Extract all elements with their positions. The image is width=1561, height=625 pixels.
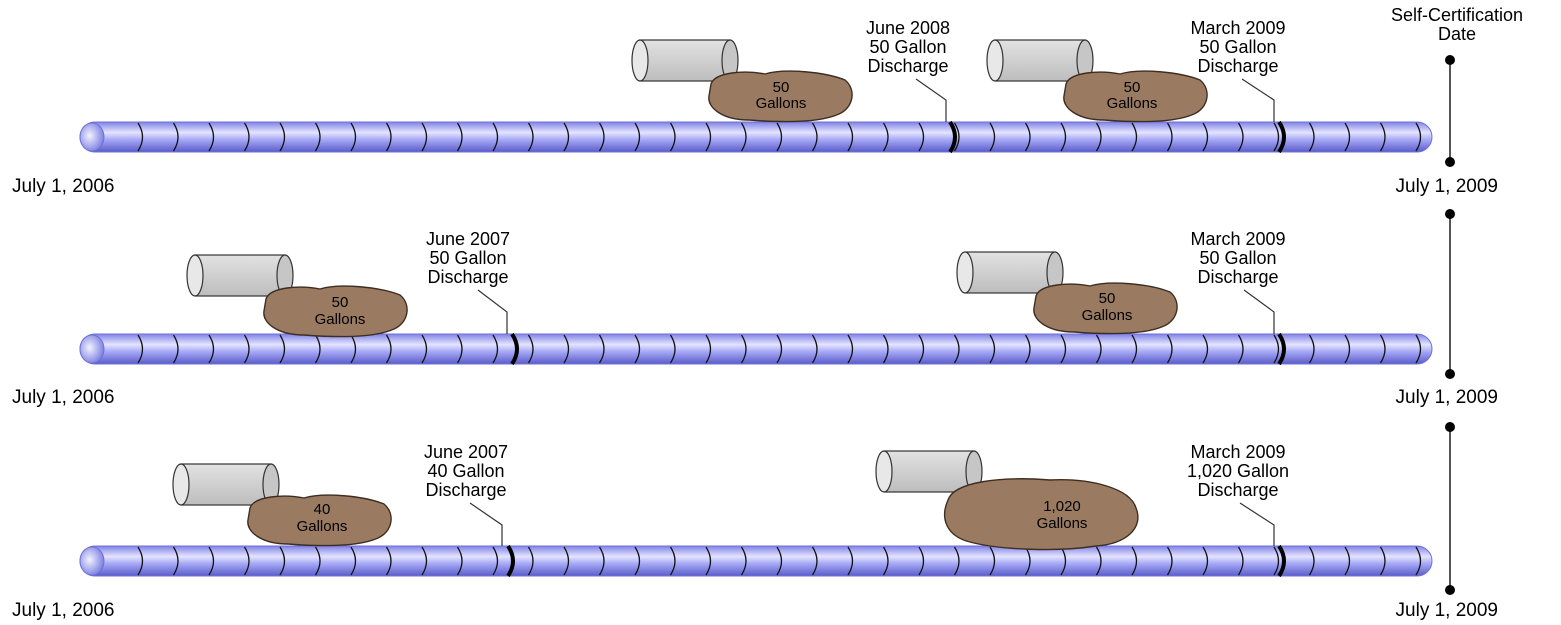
callout-leader-line — [469, 502, 503, 546]
discharge-event: 40 Gallons June 2007 40 Gallon Discharge — [172, 442, 515, 578]
event-marker — [1277, 544, 1286, 578]
timeline-end-label: July 1, 2009 — [1396, 600, 1498, 621]
discharge-event: 50 Gallons March 2009 50 Gallon Discharg… — [986, 18, 1286, 154]
callout-date: June 2007 — [424, 442, 508, 462]
spill-unit: Gallons — [1107, 95, 1158, 112]
callout-leader-line — [1241, 78, 1275, 122]
self-certification-marker — [1445, 209, 1455, 379]
callout-date: March 2009 — [1190, 18, 1285, 38]
callout-type: Discharge — [1197, 267, 1278, 287]
callout-amount: 50 Gallon — [1199, 37, 1276, 57]
spill-unit: Gallons — [315, 311, 366, 328]
callout-type: Discharge — [1197, 56, 1278, 76]
callout-type: Discharge — [867, 56, 948, 76]
callout-date: June 2008 — [866, 18, 950, 38]
callout-amount: 50 Gallon — [1199, 248, 1276, 268]
callout-leader-line — [915, 78, 947, 122]
barrel-icon — [986, 39, 1094, 82]
timeline-1: July 1, 2006 July 1, 2009 50 Gallons Jun… — [12, 18, 1498, 197]
timeline-start-label: July 1, 2006 — [12, 387, 114, 408]
spill-unit: Gallons — [756, 95, 807, 112]
timeline-end-label: July 1, 2009 — [1396, 176, 1498, 197]
event-marker — [948, 120, 957, 154]
barrel-icon — [186, 254, 294, 297]
spill-amount: 50 — [773, 79, 790, 96]
self-certification-marker — [1445, 55, 1455, 167]
discharge-event: 1,020 Gallons March 2009 1,020 Gallon Di… — [875, 442, 1289, 578]
callout-amount: 40 Gallon — [427, 461, 504, 481]
spill-unit: Gallons — [1037, 515, 1088, 532]
self-certification-label-line2: Date — [1438, 24, 1476, 44]
spill-icon — [263, 285, 408, 338]
callout-leader-line — [477, 289, 508, 334]
discharge-event: 50 Gallons June 2007 50 Gallon Discharge — [186, 229, 519, 366]
spill-amount: 1,020 — [1043, 498, 1081, 515]
callout-type: Discharge — [1197, 480, 1278, 500]
timeline-start-label: July 1, 2006 — [12, 600, 114, 621]
spill-amount: 40 — [314, 501, 331, 518]
spill-icon — [1063, 70, 1208, 123]
callout-date: June 2007 — [426, 229, 510, 249]
spill-icon — [247, 494, 392, 547]
callout-leader-line — [1243, 289, 1275, 334]
event-marker — [506, 544, 515, 578]
spill-unit: Gallons — [297, 518, 348, 535]
callout-date: March 2009 — [1190, 229, 1285, 249]
callout-type: Discharge — [425, 480, 506, 500]
event-marker — [510, 332, 519, 366]
barrel-icon — [875, 450, 983, 493]
callout-amount: 50 Gallon — [869, 37, 946, 57]
timeline-pipe — [79, 121, 1433, 153]
callout-amount: 1,020 Gallon — [1187, 461, 1289, 481]
timeline-3: July 1, 2006 July 1, 2009 40 Gallons Jun… — [12, 442, 1498, 621]
timeline-2: July 1, 2006 July 1, 2009 50 Gallons Jun… — [12, 229, 1498, 408]
timeline-start-label: July 1, 2006 — [12, 176, 114, 197]
barrel-icon — [631, 39, 739, 82]
timeline-end-label: July 1, 2009 — [1396, 387, 1498, 408]
discharge-event: 50 Gallons March 2009 50 Gallon Discharg… — [956, 229, 1286, 366]
discharge-event: 50 Gallons June 2008 50 Gallon Discharge — [631, 18, 957, 154]
barrel-icon — [172, 463, 280, 506]
self-certification-label-line1: Self-Certification — [1391, 5, 1523, 25]
callout-date: March 2009 — [1190, 442, 1285, 462]
self-certification-marker — [1445, 422, 1455, 595]
spill-icon — [708, 70, 853, 123]
callout-amount: 50 Gallon — [429, 248, 506, 268]
callout-leader-line — [1239, 502, 1275, 546]
spill-amount: 50 — [332, 294, 349, 311]
spill-icon — [1033, 282, 1178, 335]
event-marker — [1277, 120, 1286, 154]
spill-amount: 50 — [1099, 290, 1116, 307]
spill-icon — [943, 478, 1139, 551]
callout-type: Discharge — [427, 267, 508, 287]
timeline-pipe — [79, 333, 1433, 365]
spill-amount: 50 — [1124, 79, 1141, 96]
event-marker — [1277, 332, 1286, 366]
barrel-icon — [956, 251, 1064, 294]
timeline-pipe — [79, 545, 1433, 577]
spill-unit: Gallons — [1082, 307, 1133, 324]
